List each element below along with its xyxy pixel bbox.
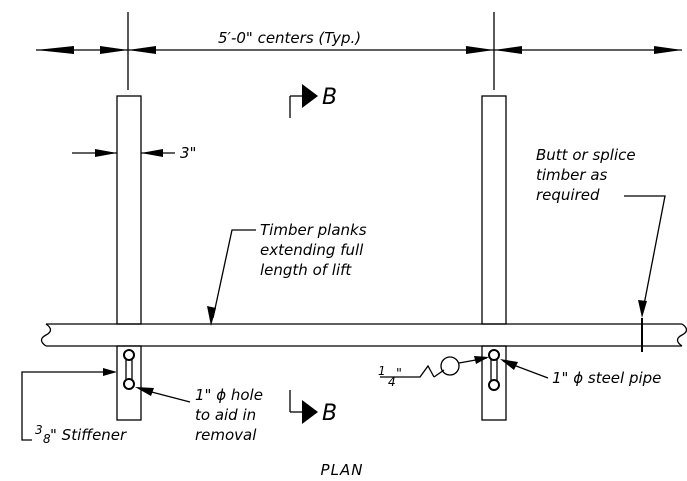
note-timber-line-3: length of lift [260,261,352,279]
section-marker-top: B [289,84,337,118]
note-hole-line-2: to aid in [195,406,256,424]
arrowhead-right-in [466,46,494,54]
note-butt-line-3: required [536,186,600,204]
stiffener-label: " Stiffener [50,426,127,444]
section-arrow-bottom [302,400,318,424]
note-stiffener: 3 8 " Stiffener [21,368,127,446]
leader-arrow-hole [135,387,154,396]
break-line-right [676,323,687,347]
leader-butt-splice [624,195,666,311]
spacing-label: 5′-0" centers (Typ.) [218,29,361,47]
break-line-left [40,323,52,347]
width-arrow-right [141,149,163,157]
post-left [116,95,142,421]
arrowhead-left-out [128,46,156,54]
stiffener-fraction-den: 8 [43,432,51,446]
post-upper-right [481,95,507,325]
timber-plank [40,318,687,352]
post-right [481,95,507,421]
note-steel-pipe: 1" ϕ steel pipe [500,359,661,387]
note-butt-line-1: Butt or splice [536,146,636,164]
arrowhead-left-in [100,46,128,54]
width-dimension: 3" [72,144,196,162]
weld-fraction-num: 1 [378,364,386,378]
leader-stiffener [21,371,110,441]
section-arrow-top [302,84,318,108]
note-timber-planks: Timber planks extending full length of l… [207,221,367,326]
note-steel-pipe-label: 1" ϕ steel pipe [552,369,661,387]
section-letter-top: B [322,85,337,110]
post-upper-left [116,95,142,325]
weld-all-around-circle [440,356,460,376]
plan-title: PLAN [321,461,364,479]
weld-fraction-den: 4 [388,375,396,389]
spacing-dimension: 5′-0" centers (Typ.) [36,12,682,90]
arrowhead-outer-right [654,46,682,54]
pipe-detail-left [123,349,135,390]
note-hole: 1" ϕ hole to aid in removal [135,386,263,444]
width-arrow-left [95,149,117,157]
hole-left [123,378,135,390]
arrowhead-outer-left [36,46,74,54]
arrowhead-right-out [494,46,522,54]
weld-leader-arrow [474,356,489,364]
weld-symbol: 1 4 " [378,356,489,389]
section-marker-bottom: B [289,390,337,426]
hole-right [488,379,500,391]
leader-arrow-steel-pipe [500,359,518,370]
note-butt-splice: Butt or splice timber as required [536,146,666,318]
note-timber-line-2: extending full [260,241,364,259]
note-hole-line-3: removal [195,426,257,444]
note-hole-line-1: 1" ϕ hole [195,386,263,404]
steel-pipe-right [488,349,500,361]
pipe-detail-right [488,349,500,391]
weld-inch-mark: " [396,367,402,382]
weld-reference-line [380,364,435,378]
note-butt-line-2: timber as [536,166,608,184]
section-letter-bottom: B [322,401,337,426]
leader-arrow-timber-planks [207,306,216,326]
steel-pipe-left [123,349,135,361]
note-timber-line-1: Timber planks [260,221,367,239]
leader-arrow-stiffener [103,368,117,376]
leader-arrow-butt-splice [638,300,647,318]
stiffener-fraction-num: 3 [35,423,43,437]
width-label: 3" [180,144,196,162]
leader-timber-planks [212,229,256,319]
